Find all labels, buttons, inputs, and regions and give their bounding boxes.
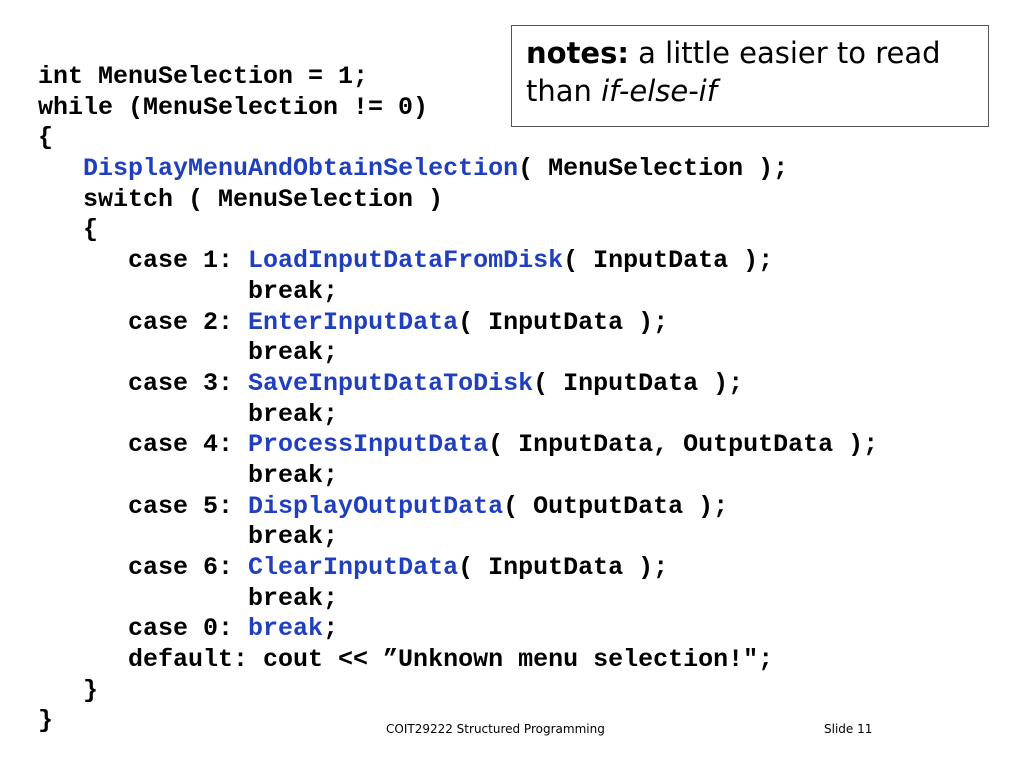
code-line: while (MenuSelection != 0) bbox=[38, 93, 878, 124]
notes-italic-text: if-else-if bbox=[601, 74, 717, 108]
function-name: ProcessInputData bbox=[248, 430, 489, 460]
notes-box: notes: a little easier to read than if-e… bbox=[511, 25, 989, 127]
code-line: break; bbox=[38, 400, 878, 431]
code-text: case 5: bbox=[38, 491, 249, 521]
footer-course-title: COIT29222 Structured Programming bbox=[386, 722, 605, 736]
code-line: case 2: EnterInputData( InputData ); bbox=[38, 308, 878, 339]
code-block: int MenuSelection = 1;while (MenuSelecti… bbox=[38, 62, 878, 737]
code-text bbox=[38, 154, 83, 183]
code-text: break; bbox=[38, 276, 339, 306]
function-name: LoadInputDataFromDisk bbox=[248, 246, 564, 276]
code-text: ( InputData ); bbox=[533, 368, 744, 398]
function-name: SaveInputDataToDisk bbox=[248, 368, 534, 398]
code-line: break; bbox=[38, 461, 878, 492]
code-text: case 1: bbox=[38, 246, 249, 276]
code-text: break; bbox=[38, 460, 339, 490]
code-text: default: cout << ”Unknown menu selection… bbox=[38, 645, 774, 675]
code-line: break; bbox=[38, 584, 878, 615]
code-text: case 0: bbox=[38, 614, 249, 644]
code-text: case 2: bbox=[38, 307, 249, 337]
code-text: ( InputData ); bbox=[563, 246, 774, 276]
code-text: int MenuSelection = 1; bbox=[38, 62, 369, 91]
code-text: break; bbox=[38, 399, 339, 429]
code-line: case 4: ProcessInputData( InputData, Out… bbox=[38, 430, 878, 461]
footer-slide-number: Slide 11 bbox=[824, 722, 873, 736]
code-text: break; bbox=[38, 583, 339, 613]
code-text: ( MenuSelection ); bbox=[518, 154, 789, 184]
code-text: case 6: bbox=[38, 553, 249, 582]
function-name: DisplayOutputData bbox=[248, 491, 504, 521]
code-text: { bbox=[38, 123, 54, 153]
code-line: break; bbox=[38, 277, 878, 308]
function-name: EnterInputData bbox=[248, 307, 459, 337]
code-text: break; bbox=[38, 522, 339, 552]
code-text: ( InputData ); bbox=[458, 553, 669, 582]
code-line: { bbox=[38, 123, 878, 154]
code-text: case 3: bbox=[38, 368, 249, 398]
code-text: while (MenuSelection != 0) bbox=[38, 92, 429, 122]
code-text: ( InputData, OutputData ); bbox=[488, 430, 879, 460]
code-text: switch ( MenuSelection ) bbox=[38, 184, 444, 214]
code-line: break; bbox=[38, 522, 878, 553]
notes-label: notes: bbox=[526, 36, 629, 70]
code-text: ( InputData ); bbox=[458, 307, 669, 337]
code-text: break; bbox=[38, 338, 339, 368]
notes-text: a little easier to read than bbox=[526, 36, 941, 108]
code-line: case 6: ClearInputData( InputData ); bbox=[38, 553, 878, 584]
keyword: break bbox=[248, 614, 324, 644]
code-line: case 0: break; bbox=[38, 614, 878, 645]
code-line: case 5: DisplayOutputData( OutputData ); bbox=[38, 492, 878, 523]
code-line: case 1: LoadInputDataFromDisk( InputData… bbox=[38, 246, 878, 277]
code-line: int MenuSelection = 1; bbox=[38, 62, 878, 93]
code-line: break; bbox=[38, 338, 878, 369]
code-text: case 4: bbox=[38, 430, 249, 460]
code-line: default: cout << ”Unknown menu selection… bbox=[38, 645, 878, 676]
code-line: { bbox=[38, 215, 878, 246]
function-name: DisplayMenuAndObtainSelection bbox=[83, 154, 519, 184]
code-text: } bbox=[38, 706, 54, 736]
code-line: } bbox=[38, 706, 878, 737]
code-line: DisplayMenuAndObtainSelection( MenuSelec… bbox=[38, 154, 878, 185]
function-name: ClearInputData bbox=[248, 553, 459, 582]
code-text: } bbox=[38, 675, 99, 705]
code-text: { bbox=[38, 215, 99, 245]
code-line: case 3: SaveInputDataToDisk( InputData )… bbox=[38, 369, 878, 400]
code-line: } bbox=[38, 676, 878, 707]
code-line: switch ( MenuSelection ) bbox=[38, 185, 878, 216]
code-text: ; bbox=[323, 614, 339, 644]
code-text: ( OutputData ); bbox=[503, 491, 729, 521]
